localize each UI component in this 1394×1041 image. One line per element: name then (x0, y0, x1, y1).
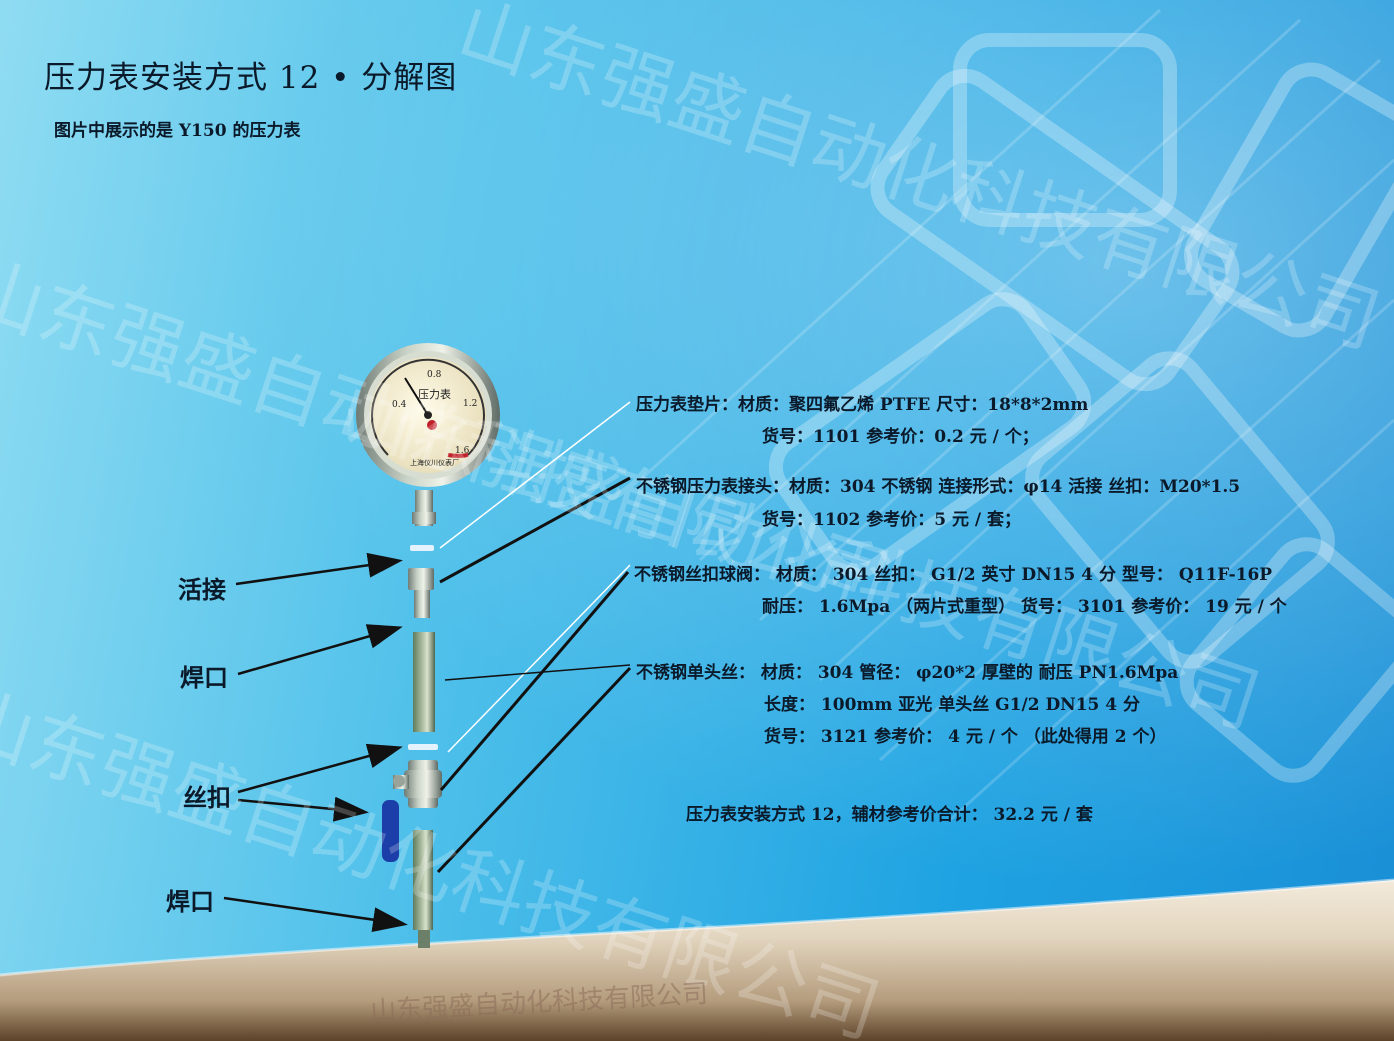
upper-nipple (413, 632, 435, 732)
gauge-tick: 0.8 (427, 370, 442, 380)
label-union: 活接 (178, 575, 226, 604)
page-title: 压力表安装方式 12 • 分解图 (44, 60, 458, 96)
spec-nipple-line1: 不锈钢单头丝： 材质： 304 管径： φ20*2 厚壁的 耐压 PN1.6Mp… (636, 663, 1179, 683)
union-connector (408, 568, 434, 618)
ball-valve (382, 760, 442, 862)
gauge-tick: 1.6 (455, 446, 470, 456)
gauge-maker: 上海仪川仪表厂 (410, 459, 459, 467)
spec-gasket-line1: 压力表垫片：材质：聚四氟乙烯 PTFE 尺寸：18*8*2mm (636, 395, 1089, 415)
spec-valve-line2: 耐压： 1.6Mpa （两片式重型） 货号： 3101 参考价： 19 元 / … (762, 597, 1287, 617)
label-weld-bottom: 焊口 (166, 887, 214, 916)
spec-connector-line1: 不锈钢压力表接头：材质：304 不锈钢 连接形式：φ14 活接 丝扣：M20*1… (636, 477, 1241, 497)
spec-connector-line2: 货号：1102 参考价：5 元 / 套； (762, 510, 1022, 530)
gauge-dial-label: 压力表 (418, 388, 451, 401)
gauge-tick: 0.4 (392, 400, 407, 410)
label-weld-top: 焊口 (180, 663, 228, 692)
spec-nipple-line3: 货号： 3121 参考价： 4 元 / 个 （此处得用 2 个） (764, 727, 1167, 747)
gauge-tick: 1.2 (463, 399, 478, 409)
spec-nipple-line2: 长度： 100mm 亚光 单头丝 G1/2 DN15 4 分 (764, 695, 1141, 715)
spec-valve-line1: 不锈钢丝扣球阀： 材质： 304 丝扣： G1/2 英寸 DN15 4 分 型号… (634, 565, 1273, 585)
spec-total: 压力表安装方式 12，辅材参考价合计： 32.2 元 / 套 (686, 805, 1093, 825)
spec-gasket-line2: 货号：1101 参考价：0.2 元 / 个； (762, 427, 1039, 447)
pressure-gauge (356, 343, 500, 487)
bottom-nipple (413, 830, 433, 930)
page-subtitle: 图片中展示的是 Y150 的压力表 (54, 121, 301, 141)
label-thread: 丝扣 (183, 783, 231, 812)
